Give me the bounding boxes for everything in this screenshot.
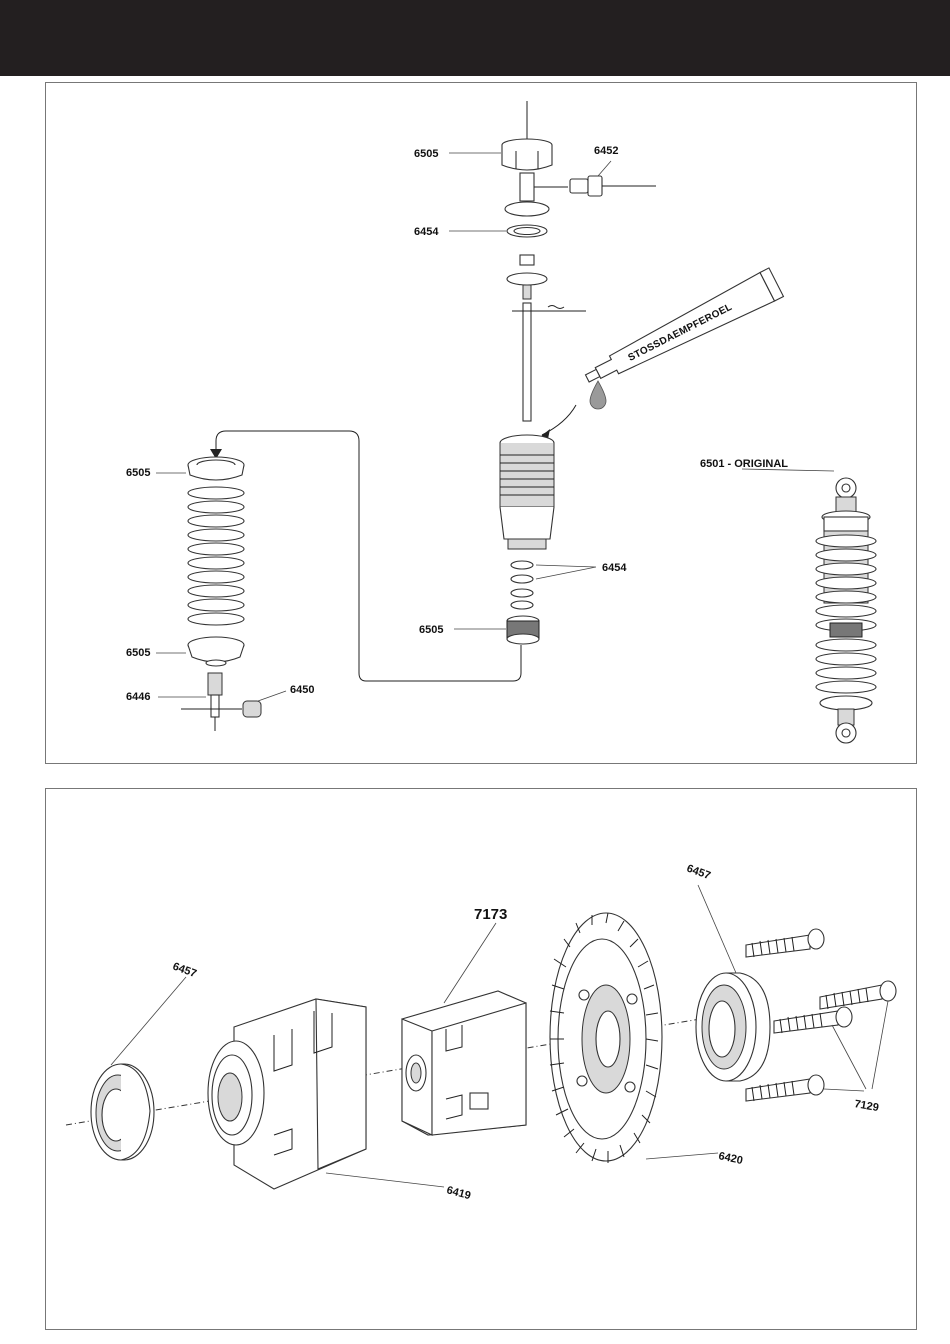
label-6452: 6452	[594, 145, 618, 157]
shock-body	[500, 435, 554, 549]
ring-gear	[550, 913, 662, 1163]
label-6505-spring-bottom: 6505	[126, 647, 150, 659]
spring-bottom-cup	[188, 637, 244, 666]
ball-part	[232, 701, 261, 717]
header-bar	[0, 0, 950, 76]
screw-4	[746, 1075, 824, 1101]
screw-1	[746, 929, 824, 957]
spring-top-cup	[188, 457, 244, 480]
shock-bottom-nut	[507, 616, 539, 644]
label-6446: 6446	[126, 691, 150, 703]
label-6501-original: 6501 - ORIGINAL	[700, 458, 788, 470]
label-6450: 6450	[290, 684, 314, 696]
label-7129: 7129	[853, 1098, 879, 1114]
shock-exploded-view: 6505 6452 6454 STOSSDAEMPFEROEL	[46, 83, 918, 765]
shock-cap-nut	[502, 139, 552, 170]
label-6454-bottom: 6454	[602, 562, 627, 574]
label-7173: 7173	[474, 906, 507, 923]
assembled-shock	[816, 478, 876, 743]
label-6505-cap: 6505	[414, 148, 438, 160]
label-6505-bottom: 6505	[419, 624, 443, 636]
label-6457-left: 6457	[171, 961, 198, 981]
diff-spider	[402, 991, 526, 1135]
diff-diagram-panel: 6457 6419 7173 6420	[45, 788, 917, 1330]
diff-case	[208, 999, 366, 1189]
label-6420: 6420	[717, 1150, 743, 1167]
label-6419: 6419	[445, 1184, 472, 1202]
oil-tube-label: STOSSDAEMPFEROEL	[626, 302, 734, 364]
rod-end-part	[534, 176, 656, 196]
shock-end-part	[181, 673, 241, 731]
shock-diagram-panel: 6505 6452 6454 STOSSDAEMPFEROEL	[45, 82, 917, 764]
bearing-right	[696, 973, 770, 1081]
bearing-left	[91, 1064, 154, 1160]
label-6505-spring-top: 6505	[126, 467, 150, 479]
shock-oil-tube: STOSSDAEMPFEROEL	[580, 268, 783, 393]
screw-2	[820, 981, 896, 1009]
label-6457-right: 6457	[685, 863, 712, 883]
diff-exploded-view: 6457 6419 7173 6420	[46, 789, 918, 1331]
screw-3	[774, 1007, 852, 1033]
label-6454-top: 6454	[414, 226, 439, 238]
oil-drop-icon	[590, 381, 606, 409]
coil-spring	[188, 487, 244, 625]
